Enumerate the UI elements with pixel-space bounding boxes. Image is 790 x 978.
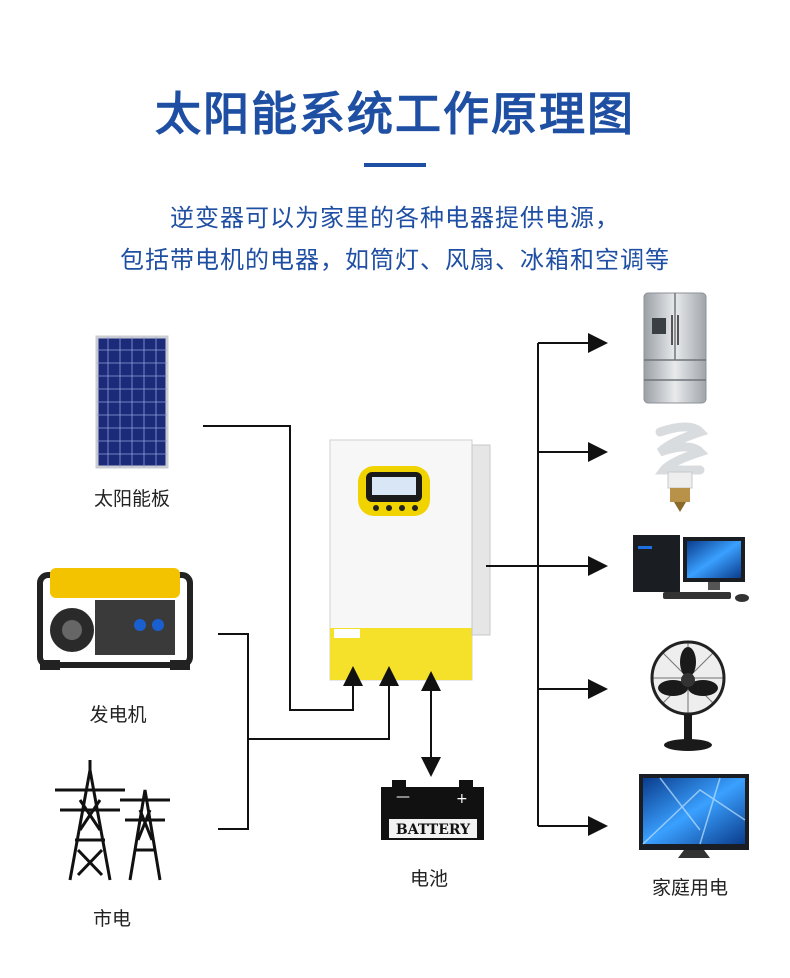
svg-text:—: — [396,789,410,805]
solar-panel-label: 太阳能板 [93,488,170,510]
household-load-label: 家庭用电 [651,877,728,899]
page-title: 太阳能系统工作原理图 [155,87,635,141]
battery-text: BATTERY [396,822,471,838]
light-bulb-icon [654,422,709,512]
connection-lines [203,333,608,836]
refrigerator-icon [643,292,707,404]
generator-icon [37,568,193,670]
computer-icon [633,535,749,602]
generator-label: 发电机 [89,704,147,726]
solar-panel-icon [95,335,169,469]
battery-label: 电池 [409,868,448,890]
television-icon [639,774,749,858]
fan-icon [650,640,726,751]
grid-label: 市电 [92,908,131,930]
inverter-icon [329,439,491,681]
subtitle-line-1: 逆变器可以为家里的各种电器提供电源， [170,204,620,232]
svg-text:+: + [456,791,468,807]
subtitle-line-2: 包括带电机的电器，如筒灯、风扇、冰箱和空调等 [120,246,670,274]
title-underline [364,163,426,167]
power-tower-icon [55,760,170,881]
battery-icon: — + [381,780,484,840]
